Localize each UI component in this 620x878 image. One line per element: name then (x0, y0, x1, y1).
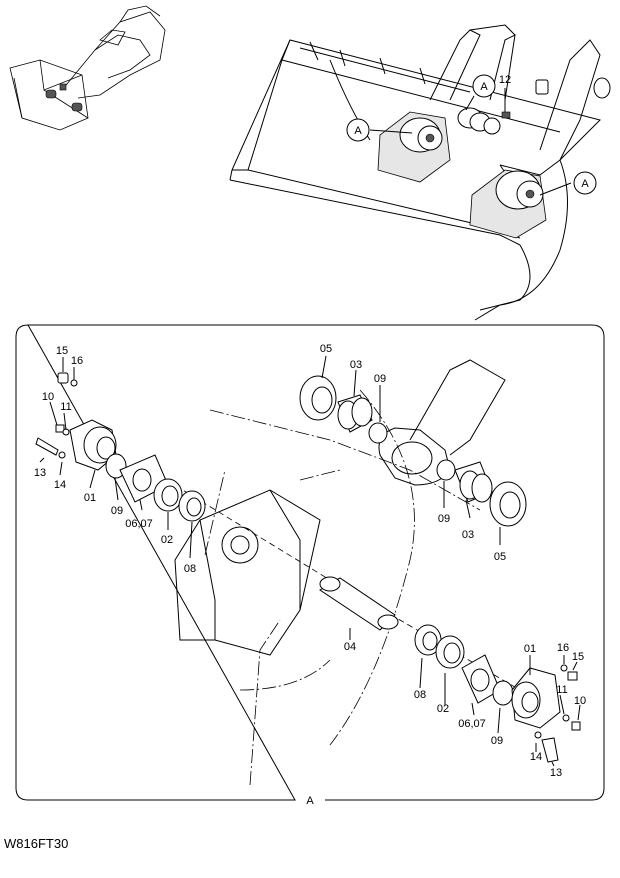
right-label-15: 15 (572, 651, 584, 663)
diagram-code: W816FT30 (4, 836, 69, 851)
center-label-03-top: 03 (350, 359, 362, 371)
right-label-09: 09 (491, 735, 503, 747)
right-label-10: 10 (574, 695, 586, 707)
left-label-01: 01 (84, 492, 96, 504)
left-label-16: 16 (71, 355, 83, 367)
left-label-15: 15 (56, 345, 68, 357)
center-label-03-mid: 03 (462, 529, 474, 541)
right-label-01: 01 (524, 643, 536, 655)
center-label-05-mid: 05 (494, 551, 506, 563)
loader-thumbnail (9, 5, 166, 131)
center-assembly (299, 355, 527, 640)
left-label-08: 08 (184, 563, 196, 575)
callout-a-middle-text: A (480, 81, 488, 93)
right-label-06-07: 06,07 (458, 718, 486, 730)
right-label-13: 13 (550, 767, 562, 779)
callout-a-left-text: A (354, 125, 362, 137)
detail-background (149, 359, 521, 786)
detail-view-label: A (306, 795, 314, 807)
left-assembly (35, 357, 206, 559)
right-label-08: 08 (414, 689, 426, 701)
callout-a-middle: A (472, 74, 496, 98)
left-label-02: 02 (161, 534, 173, 546)
left-label-06-07: 06,07 (125, 518, 153, 530)
center-label-05-top: 05 (320, 343, 332, 355)
right-label-16: 16 (557, 642, 569, 654)
right-label-14: 14 (530, 751, 542, 763)
center-label-09-mid: 09 (438, 513, 450, 525)
left-label-14: 14 (54, 479, 66, 491)
left-label-10: 10 (42, 391, 54, 403)
center-label-09-top: 09 (374, 373, 386, 385)
detail-frame (15, 324, 605, 801)
center-label-04: 04 (344, 641, 356, 653)
callout-a-left: A (346, 118, 370, 142)
right-assembly (414, 624, 581, 767)
left-label-09: 09 (111, 505, 123, 517)
left-label-13: 13 (34, 467, 46, 479)
callout-a-right: A (573, 171, 597, 195)
left-label-11: 11 (60, 401, 71, 413)
right-label-02: 02 (437, 703, 449, 715)
callout-a-right-text: A (581, 178, 589, 190)
right-label-11: 11 (556, 684, 567, 696)
bucket-overview (229, 24, 611, 321)
label-part-12: 12 (499, 74, 511, 86)
